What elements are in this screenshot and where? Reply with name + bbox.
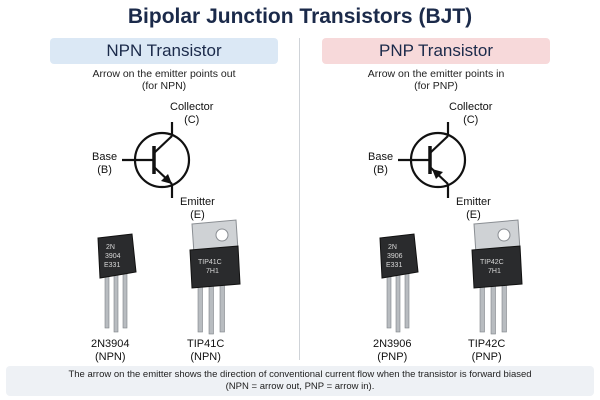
pnp-note-line1: Arrow on the emitter points in <box>367 68 505 80</box>
pnp-note-line2: (for PNP) <box>414 80 458 92</box>
npn-part1-caption: 2N3904 (NPN) <box>91 338 130 364</box>
npn-note: Arrow on the emitter points out (for NPN… <box>50 68 278 92</box>
pnp-emitter-arrow <box>432 169 443 179</box>
pnp-emitter-abbr: (E) <box>466 209 481 221</box>
npn-part2-name: TIP41C <box>187 338 225 350</box>
marking: 3906 <box>387 253 403 260</box>
mounting-hole <box>497 228 511 242</box>
pnp-base-label: Base (B) <box>368 151 393 177</box>
npn-part1-name: 2N3904 <box>91 338 130 350</box>
pnp-collector-label: Collector (C) <box>449 101 492 127</box>
pnp-part2-type: (PNP) <box>471 351 502 363</box>
marking: TIP41C <box>198 259 222 266</box>
npn-base-label: Base (B) <box>92 151 117 177</box>
marking: TIP42C <box>480 259 504 266</box>
pnp-to220-package: TIP42C 7H1 <box>471 219 523 335</box>
pnp-base-name: Base <box>368 151 394 163</box>
to220-body <box>471 245 523 289</box>
npn-to220-package: TIP41C 7H1 <box>189 219 241 335</box>
pnp-part2-caption: TIP42C (PNP) <box>468 338 505 364</box>
pnp-part1-caption: 2N3906 (PNP) <box>373 338 412 364</box>
pnp-emitter-label: Emitter (E) <box>456 196 491 222</box>
to92-body <box>379 233 419 279</box>
lead <box>104 271 110 329</box>
marking: 7H1 <box>206 268 219 275</box>
npn-emitter-label: Emitter (E) <box>180 196 215 222</box>
lead <box>197 283 203 333</box>
center-divider <box>299 38 300 360</box>
lead <box>501 283 507 333</box>
pnp-collector-line <box>429 135 449 154</box>
npn-emitter-arrow <box>161 174 172 184</box>
marking: 3904 <box>105 253 121 260</box>
npn-collector-name: Collector <box>170 101 214 113</box>
marking: 2N <box>106 244 115 251</box>
npn-emitter-abbr: (E) <box>190 209 205 221</box>
pnp-heading: PNP Transistor <box>322 38 550 64</box>
npn-part2-type: (NPN) <box>190 351 221 363</box>
pnp-part2-name: TIP42C <box>468 338 506 350</box>
npn-collector-abbr: (C) <box>184 114 200 126</box>
marking: E331 <box>104 262 120 269</box>
pnp-transistor-symbol <box>398 122 467 198</box>
lead <box>208 283 214 335</box>
pnp-part1-name: 2N3906 <box>373 338 412 350</box>
footer-line2: (NPN = arrow out, PNP = arrow in). <box>225 381 375 392</box>
lead <box>219 283 225 333</box>
npn-collector-label: Collector (C) <box>170 101 213 127</box>
npn-part1-type: (NPN) <box>94 351 126 363</box>
marking: E331 <box>386 262 402 269</box>
npn-note-line1: Arrow on the emitter points out <box>92 68 236 80</box>
footer-note: The arrow on the emitter shows the direc… <box>6 366 594 396</box>
pnp-collector-abbr: (C) <box>463 114 479 126</box>
lead <box>404 271 410 329</box>
mounting-hole <box>215 228 229 242</box>
npn-transistor-symbol <box>122 122 191 198</box>
npn-note-line2: (for NPN) <box>141 80 187 92</box>
lead <box>386 271 392 329</box>
lead <box>490 283 496 335</box>
npn-heading: NPN Transistor <box>50 38 278 64</box>
pnp-to92-package: 2N 3906 E331 <box>379 233 419 333</box>
page-title: Bipolar Junction Transistors (BJT) <box>127 5 473 28</box>
pnp-part1-type: (PNP) <box>377 351 408 363</box>
pnp-base-abbr: (B) <box>373 164 388 176</box>
marking: 7H1 <box>488 268 501 275</box>
npn-part2-caption: TIP41C (NPN) <box>187 338 224 364</box>
lead <box>395 271 401 333</box>
footer-line1: The arrow on the emitter shows the direc… <box>68 369 532 380</box>
npn-base-abbr: (B) <box>97 164 112 176</box>
pnp-collector-name: Collector <box>449 101 493 113</box>
npn-base-name: Base <box>92 151 118 163</box>
to220-body <box>189 245 241 289</box>
npn-emitter-name: Emitter <box>180 196 215 208</box>
lead <box>479 283 485 333</box>
npn-to92-package: 2N 3904 E331 <box>97 233 137 333</box>
npn-collector-line <box>153 135 173 154</box>
marking: 2N <box>388 244 397 251</box>
to92-body <box>97 233 137 279</box>
pnp-note: Arrow on the emitter points in (for PNP) <box>322 68 550 92</box>
pnp-emitter-name: Emitter <box>456 196 491 208</box>
lead <box>113 271 119 333</box>
lead <box>122 271 128 329</box>
